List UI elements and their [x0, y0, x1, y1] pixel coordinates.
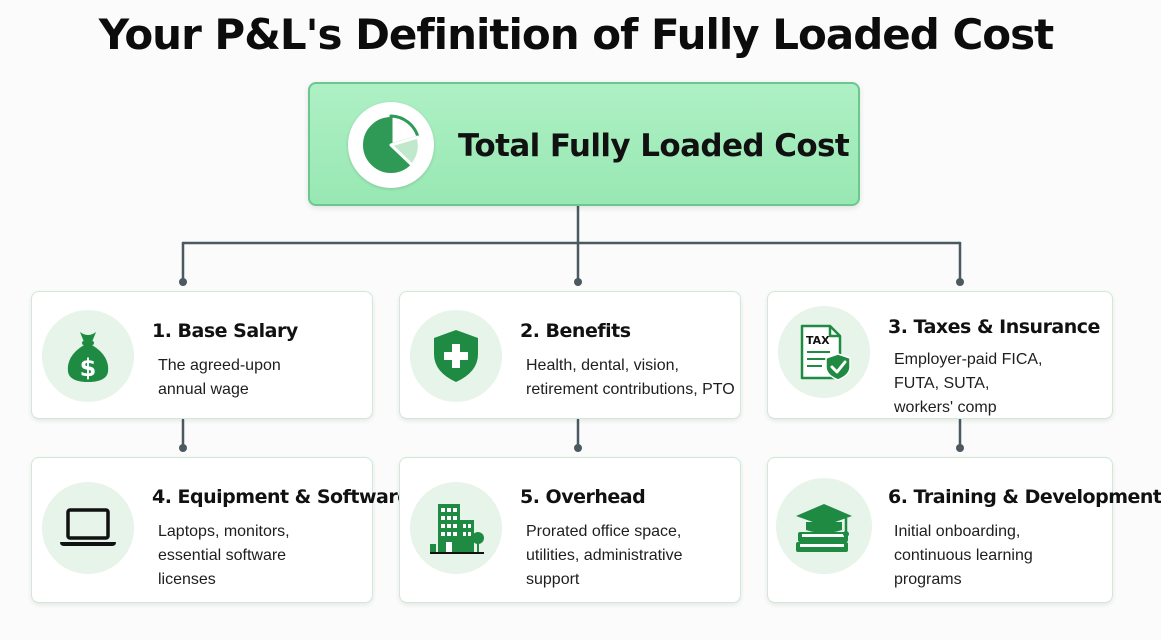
tax-icon-text: TAX — [806, 334, 830, 347]
card-title: 2. Benefits — [520, 320, 631, 342]
card-benefits: 2. Benefits Health, dental, vision, reti… — [399, 291, 741, 419]
card-icon-circle: $ — [42, 310, 134, 402]
office-building-icon — [430, 504, 484, 554]
card-icon-circle — [410, 310, 502, 402]
graduation-cap-books-icon — [796, 504, 852, 552]
card-description: Initial onboarding, continuous learning … — [894, 520, 1104, 592]
money-bag-icon: $ — [67, 332, 109, 382]
tax-document-icon: TAX — [800, 324, 851, 381]
card-desc-line: continuous learning — [894, 547, 1033, 564]
card-desc-line: programs — [894, 571, 962, 588]
card-desc-line: support — [526, 571, 580, 588]
card-title: 1. Base Salary — [152, 320, 298, 342]
card-overhead: 5. Overhead Prorated office space, utili… — [399, 457, 741, 603]
card-icon-circle: TAX — [778, 306, 870, 398]
svg-text:$: $ — [80, 354, 97, 382]
card-training-development: 6. Training & Development Initial onboar… — [767, 457, 1161, 603]
card-icon-circle — [776, 478, 872, 574]
card-desc-line: Laptops, monitors, — [158, 523, 290, 540]
pie-chart-icon — [361, 114, 421, 175]
card-desc-line: utilities, administrative — [526, 547, 683, 564]
card-description: Health, dental, vision, retirement contr… — [526, 354, 736, 402]
page-title: Your P&L's Definition of Fully Loaded Co… — [98, 10, 1054, 59]
card-equipment-software: 4. Equipment & Software Laptops, monitor… — [31, 457, 410, 603]
card-desc-line: The agreed-upon — [158, 357, 281, 374]
card-desc-line: workers' comp — [894, 399, 997, 416]
laptop-icon — [60, 508, 116, 546]
card-title: 3. Taxes & Insurance — [888, 316, 1100, 338]
card-desc-line: Health, dental, vision, — [526, 357, 679, 374]
card-desc-line: essential software — [158, 547, 287, 564]
root-node-total-cost: Total Fully Loaded Cost — [308, 82, 860, 206]
card-icon-circle — [410, 482, 502, 574]
card-desc-line: Employer-paid FICA, — [894, 351, 1043, 368]
card-description: Laptops, monitors, essential software li… — [158, 520, 368, 592]
card-desc-line: Prorated office space, — [526, 523, 682, 540]
card-desc-line: annual wage — [158, 381, 249, 398]
root-label: Total Fully Loaded Cost — [458, 128, 850, 164]
root-icon-circle — [348, 102, 434, 188]
card-description: The agreed-upon annual wage — [158, 354, 368, 402]
card-desc-line: FUTA, SUTA, — [894, 375, 990, 392]
card-desc-line: Initial onboarding, — [894, 523, 1021, 540]
card-title: 4. Equipment & Software — [152, 486, 410, 508]
card-base-salary: $ 1. Base Salary The agreed-upon annual … — [31, 291, 373, 419]
card-title: 6. Training & Development — [888, 486, 1161, 508]
shield-plus-icon — [434, 330, 478, 382]
card-title: 5. Overhead — [520, 486, 646, 508]
card-desc-line: retirement contributions, PTO — [526, 381, 735, 398]
card-description: Prorated office space, utilities, admini… — [526, 520, 736, 592]
card-icon-circle — [42, 482, 134, 574]
card-desc-line: licenses — [158, 571, 216, 588]
card-description: Employer-paid FICA, FUTA, SUTA, workers'… — [894, 348, 1104, 420]
card-taxes-insurance: TAX 3. Taxes & Insurance Employer-paid F… — [767, 291, 1113, 419]
